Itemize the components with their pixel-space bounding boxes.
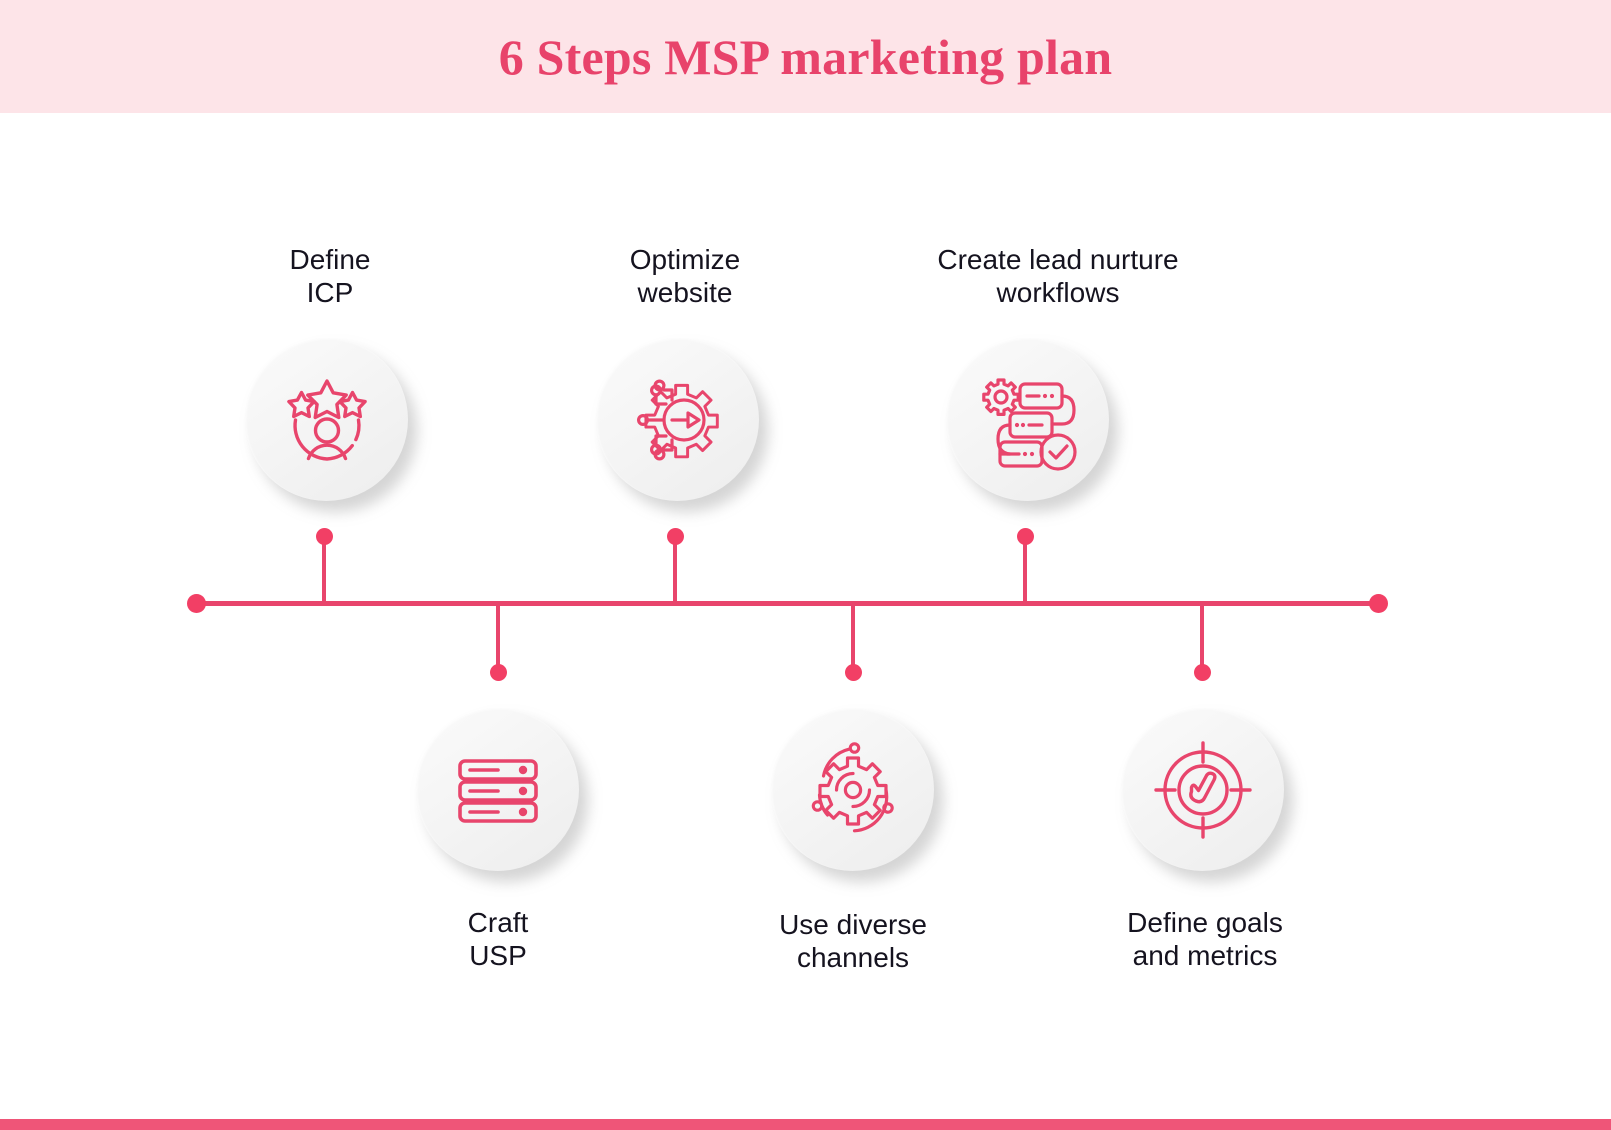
step-circle-2[interactable]	[416, 708, 579, 871]
gear-arrow-circuit-icon	[636, 379, 719, 460]
step-label-3: Optimize website	[629, 244, 741, 308]
page-title: 6 Steps MSP marketing plan	[498, 29, 1113, 85]
step-label-5: Create lead nurture workflows	[937, 244, 1179, 308]
connector-dot-step-4	[845, 664, 862, 681]
server-stack-icon	[457, 758, 538, 823]
step-circle-1[interactable]	[245, 338, 408, 501]
connector-dot-step-5	[1017, 528, 1034, 545]
header-band	[0, 0, 1611, 113]
connector-step-2	[496, 604, 500, 672]
step-label-4: Use diverse channels	[779, 909, 927, 973]
step-circle-4[interactable]	[771, 708, 934, 871]
step-label-1: Define ICP	[289, 244, 371, 308]
step-label-6: Define goals and metrics	[1127, 907, 1283, 971]
step-circle-3[interactable]	[596, 338, 759, 501]
connector-step-1	[322, 536, 326, 604]
connector-dot-step-1	[316, 528, 333, 545]
step-circle-5[interactable]	[946, 338, 1109, 501]
timeline-endpoint-left-dot	[187, 594, 206, 613]
timeline-endpoint-right-dot	[1369, 594, 1388, 613]
connector-step-6	[1200, 604, 1204, 672]
step-label-2: Craft USP	[467, 907, 529, 971]
bottom-accent-bar	[0, 1119, 1611, 1130]
step-circle-6[interactable]	[1121, 708, 1284, 871]
target-check-icon	[1153, 740, 1252, 839]
connector-dot-step-3	[667, 528, 684, 545]
connector-dot-step-6	[1194, 664, 1211, 681]
connector-step-4	[851, 604, 855, 672]
gear-orbit-nodes-icon	[811, 741, 894, 832]
connector-step-3	[673, 536, 677, 604]
person-three-stars-icon	[286, 378, 367, 461]
connector-step-5	[1023, 536, 1027, 604]
timeline-axis	[197, 601, 1378, 606]
connector-dot-step-2	[490, 664, 507, 681]
workflow-gear-check-icon	[981, 377, 1077, 471]
